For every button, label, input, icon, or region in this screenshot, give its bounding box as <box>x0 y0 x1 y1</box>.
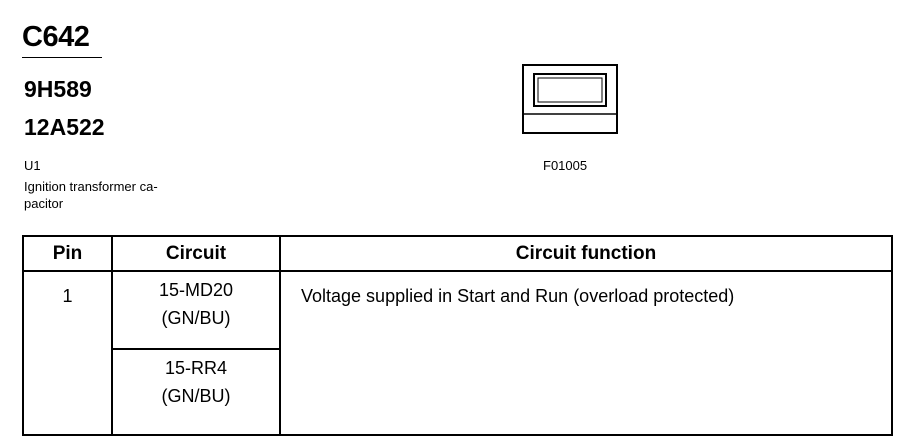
part-number-2: 12A522 <box>24 114 105 140</box>
table-header-row: Pin Circuit Circuit function <box>22 235 893 272</box>
connector-id: C642 <box>22 21 90 53</box>
figure-reference: F01005 <box>543 158 588 173</box>
table-row: 1 15-MD20 (GN/BU) Voltage supplied in St… <box>22 270 893 436</box>
circuit-code: 15-MD20 <box>158 280 234 300</box>
header-pin: Pin <box>22 235 113 272</box>
component-description-line-1: Ignition transformer ca- <box>24 179 158 194</box>
pinout-table: Pin Circuit Circuit function 1 15-MD20 (… <box>22 235 893 436</box>
circuit-color: (GN/BU) <box>161 308 231 328</box>
connector-id-underline <box>22 57 102 58</box>
circuit-color: (GN/BU) <box>161 386 231 406</box>
table-row: 15-RR4 (GN/BU) <box>23 348 892 436</box>
circuit-cell: 15-MD20 (GN/BU) <box>111 270 281 350</box>
connector-face-icon <box>522 64 618 134</box>
location-code: U1 <box>24 158 41 173</box>
circuit-cell: 15-RR4 (GN/BU) <box>111 348 281 436</box>
circuit-code: 15-RR4 <box>164 358 228 378</box>
pin-cell: 1 <box>22 270 113 436</box>
header-circuit-function: Circuit function <box>279 235 893 272</box>
component-description-line-2: pacitor <box>24 196 64 211</box>
component-description: Ignition transformer ca- pacitor <box>24 178 204 212</box>
circuit-function-cell: Voltage supplied in Start and Run (overl… <box>279 270 893 436</box>
header-circuit: Circuit <box>111 235 281 272</box>
part-number-1: 9H589 <box>24 76 92 102</box>
